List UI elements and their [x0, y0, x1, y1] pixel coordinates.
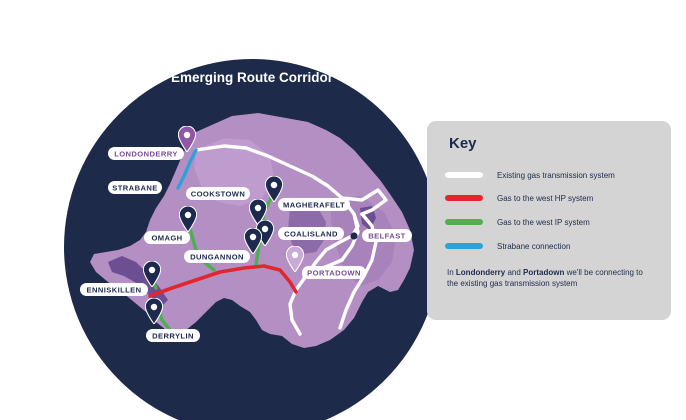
label-londonderry: LONDONDERRY [108, 147, 184, 160]
pin-coalisland-icon [256, 220, 274, 246]
pin-cookstown-icon [249, 199, 267, 225]
key-swatch-hp-system [445, 195, 483, 201]
label-derrylin: DERRYLIN [146, 329, 200, 342]
label-cookstown: COOKSTOWN [186, 187, 250, 200]
label-belfast: BELFAST [362, 229, 412, 242]
key-note-middle: and [505, 268, 524, 277]
key-note-suffix: we'll be connecting to the existing gas … [447, 268, 643, 288]
svg-text:BELFAST: BELFAST [368, 232, 405, 241]
pin-dungannon-icon [244, 228, 262, 254]
key-item-hp-system: Gas to the west HP system [445, 192, 593, 204]
key-note-prefix: In [447, 268, 456, 277]
label-coalisland: COALISLAND [278, 227, 344, 240]
label-dungannon: DUNGANNON [184, 250, 250, 263]
svg-text:COALISLAND: COALISLAND [284, 230, 338, 239]
pin-derrylin-icon [145, 298, 163, 324]
label-strabane: STRABANE [108, 181, 162, 194]
key-label-ip-system: Gas to the west IP system [497, 217, 590, 227]
svg-text:STRABANE: STRABANE [112, 184, 157, 193]
key-item-existing-gas: Existing gas transmission system [445, 169, 615, 181]
key-swatch-strabane-connection [445, 243, 483, 249]
label-enniskillen: ENNISKILLEN [80, 283, 148, 296]
key-note-portadown: Portadown [523, 268, 565, 277]
key-swatch-existing-gas [445, 172, 483, 178]
key-label-existing-gas: Existing gas transmission system [497, 170, 615, 180]
pin-portadown-icon [286, 246, 304, 272]
key-swatch-ip-system [445, 219, 483, 225]
map-key-panel: Key Existing gas transmission system Gas… [427, 121, 671, 320]
key-title: Key [449, 135, 477, 152]
pin-magherafelt-icon [265, 176, 283, 202]
svg-text:DUNGANNON: DUNGANNON [190, 253, 244, 262]
svg-text:COOKSTOWN: COOKSTOWN [191, 190, 246, 199]
key-item-strabane-connection: Strabane connection [445, 240, 570, 252]
pin-londonderry-icon [178, 126, 196, 152]
pin-enniskillen-icon [143, 261, 161, 287]
key-note: In Londonderry and Portadown we'll be co… [447, 267, 647, 289]
belfast-marker-dot [350, 232, 358, 240]
label-magherafelt: MAGHERAFELT [278, 198, 350, 211]
key-label-strabane-connection: Strabane connection [497, 241, 571, 251]
map-title: Emerging Route Corridor [171, 70, 334, 85]
svg-text:LONDONDERRY: LONDONDERRY [114, 150, 178, 159]
key-label-hp-system: Gas to the west HP system [497, 193, 594, 203]
landmass-shade-east [330, 196, 396, 286]
hp-system-route [148, 264, 298, 298]
key-note-londonderry: Londonderry [455, 268, 506, 277]
svg-text:OMAGH: OMAGH [151, 234, 182, 243]
svg-text:PORTADOWN: PORTADOWN [307, 269, 361, 278]
svg-text:DERRYLIN: DERRYLIN [152, 332, 194, 341]
label-portadown: PORTADOWN [302, 266, 366, 279]
pin-omagh-icon [179, 206, 197, 232]
svg-text:ENNISKILLEN: ENNISKILLEN [86, 286, 141, 295]
key-item-ip-system: Gas to the west IP system [445, 216, 590, 228]
svg-text:MAGHERAFELT: MAGHERAFELT [283, 201, 345, 210]
strabane-connection-route [176, 148, 198, 190]
label-omagh: OMAGH [144, 231, 190, 244]
